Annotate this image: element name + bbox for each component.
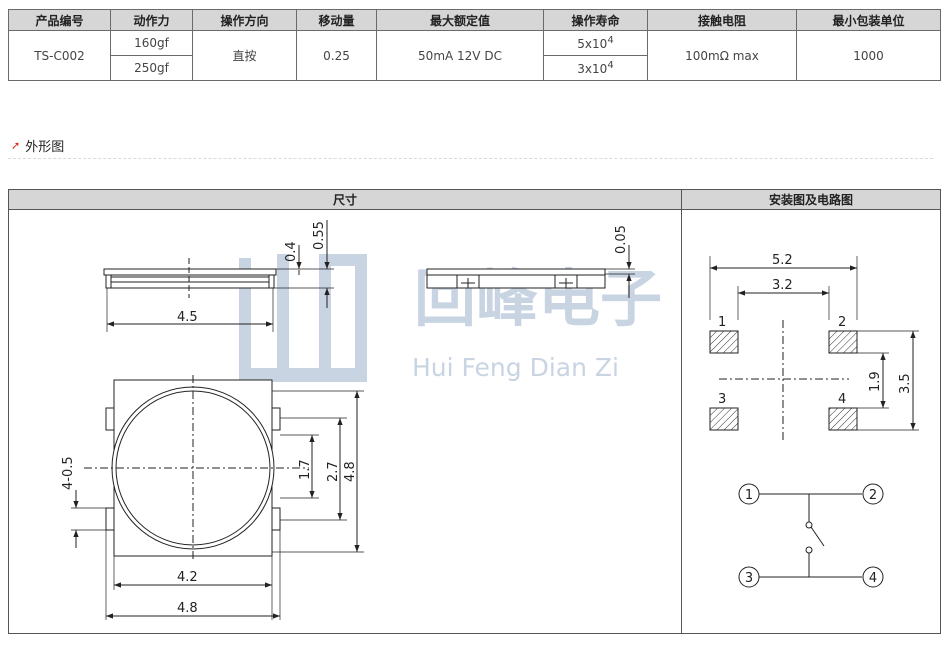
- header-rating: 最大额定值: [376, 9, 544, 31]
- side-view: [103, 220, 334, 332]
- table-row: 250gf 3x104: [9, 55, 941, 81]
- pad-3-label: 3: [718, 392, 726, 407]
- side-width-label: 4.5: [177, 310, 198, 325]
- terminal-1-label: 1: [745, 488, 753, 503]
- cell-resistance: 100mΩ max: [647, 30, 797, 81]
- section-divider: [8, 158, 933, 159]
- cell-force-1: 160gf: [110, 30, 193, 56]
- pad-1-label: 1: [718, 315, 726, 330]
- life-1-exp: 4: [607, 35, 614, 46]
- outer-height-label: 4.8: [343, 461, 358, 482]
- header-resistance: 接触电阻: [647, 9, 797, 31]
- red-arrow-icon: ➚: [11, 139, 21, 152]
- header-model: 产品编号: [8, 9, 111, 31]
- drawing-panel: 尺寸 安装图及电路图 回峰电子 Hui Feng Dian Zi: [8, 189, 941, 634]
- dimension-drawing: 回峰电子 Hui Feng Dian Zi 4.5 0.4 0.55: [61, 220, 919, 620]
- life-2-base: 3x10: [577, 62, 608, 76]
- dimensions-header: 尺寸: [9, 190, 681, 210]
- table-row: TS-C002 160gf 直按 0.25 50mA 12V DC 5x104 …: [8, 30, 941, 81]
- header-min-pack: 最小包装单位: [796, 9, 941, 31]
- inner-width-label: 4.2: [177, 570, 198, 585]
- side-height-label: 0.4: [284, 241, 299, 262]
- cell-direction: 直按: [192, 30, 297, 81]
- pad-4-label: 4: [838, 392, 846, 407]
- front-view: [426, 245, 635, 298]
- top-view: [71, 375, 364, 620]
- pcb-outer-label: 5.2: [772, 253, 793, 268]
- side-total-height-label: 0.55: [312, 221, 327, 250]
- terminal-2-label: 2: [869, 488, 877, 503]
- inner-height-label: 2.7: [326, 461, 341, 482]
- cell-model: TS-C002: [8, 30, 111, 81]
- pad-2-label: 2: [838, 315, 846, 330]
- pcb-layout: [709, 256, 919, 440]
- header-life: 操作寿命: [543, 9, 648, 31]
- front-stroke-label: 0.05: [614, 225, 629, 254]
- life-1-base: 5x10: [577, 37, 608, 51]
- mounting-header: 安装图及电路图: [682, 190, 940, 210]
- pcb-outer-v-label: 3.5: [898, 373, 913, 394]
- terminal-4-label: 4: [869, 571, 877, 586]
- spec-table: 产品编号 动作力 操作方向 移动量 最大额定值 操作寿命 接触电阻 最小包装单位…: [8, 9, 941, 81]
- cell-min-pack: 1000: [796, 30, 941, 81]
- cell-force-2: 250gf: [110, 55, 193, 81]
- pcb-pitch-v-label: 1.9: [868, 371, 883, 392]
- cell-life-1: 5x104: [543, 30, 648, 56]
- outer-width-label: 4.8: [177, 601, 198, 616]
- circuit-diagram: [738, 483, 884, 588]
- cell-rating: 50mA 12V DC: [376, 30, 544, 81]
- section-title-text: 外形图: [25, 140, 65, 155]
- header-travel: 移动量: [296, 9, 377, 31]
- spec-header-row: 产品编号 动作力 操作方向 移动量 最大额定值 操作寿命 接触电阻 最小包装单位: [8, 9, 941, 31]
- cell-travel: 0.25: [296, 30, 377, 81]
- pin-width-label: 4-0.5: [61, 456, 76, 490]
- pcb-inner-label: 3.2: [772, 278, 793, 293]
- cell-life-2: 3x104: [543, 55, 648, 81]
- header-force: 动作力: [110, 9, 193, 31]
- pitch-label: 1.7: [298, 459, 313, 480]
- header-direction: 操作方向: [192, 9, 297, 31]
- section-title: ➚ 外形图: [11, 136, 64, 155]
- terminal-3-label: 3: [745, 571, 753, 586]
- panel-divider: [681, 190, 682, 633]
- watermark-en: Hui Feng Dian Zi: [412, 353, 619, 382]
- life-2-exp: 4: [607, 60, 614, 71]
